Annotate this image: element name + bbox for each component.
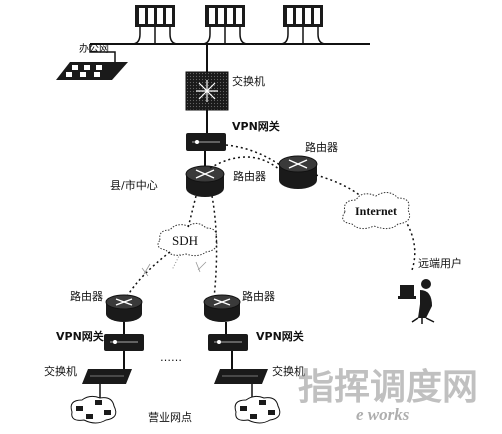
ellipsis-label: ……	[160, 351, 182, 364]
office-network-label: 办公网	[79, 44, 109, 55]
lan-cluster-icon	[234, 395, 281, 424]
internet-router-label: 路由器	[305, 141, 338, 154]
office-network-icon	[56, 44, 128, 80]
switch-icon	[214, 369, 268, 384]
server-icon	[279, 5, 327, 45]
business-outlet-label: 营业网点	[148, 411, 192, 424]
server-group	[90, 5, 370, 45]
branch1-router-label: 路由器	[70, 290, 103, 303]
internet-cloud	[342, 192, 411, 230]
server-icon	[201, 5, 249, 45]
branch1-vpn-label: VPN网关	[56, 330, 104, 343]
router-icon	[105, 294, 143, 322]
branch2-router-label: 路由器	[242, 290, 275, 303]
server-icon	[131, 5, 179, 45]
lan-cluster-icon	[70, 395, 117, 424]
sdh-cloud	[157, 222, 218, 257]
county-center-label: 县/市中心	[110, 179, 158, 192]
branch2-switch-label: 交换机	[272, 365, 305, 378]
remote-user-label: 远端用户	[418, 257, 462, 270]
core-switch-label: 交换机	[232, 75, 265, 88]
branch1-switch-label: 交换机	[44, 365, 77, 378]
vpn-gateway-icon	[104, 334, 144, 351]
router-icon	[278, 155, 318, 189]
sdh-label: SDH	[172, 233, 199, 248]
core-vpn-label: VPN网关	[232, 120, 280, 133]
router-icon	[185, 165, 225, 197]
watermark-brand: e works	[356, 405, 410, 424]
center-router-label: 路由器	[233, 170, 266, 183]
watermark-text: 指挥调度网	[298, 367, 479, 408]
branch2-vpn-label: VPN网关	[256, 330, 304, 343]
vpn-gateway-icon	[208, 334, 248, 351]
internet-label: Internet	[355, 204, 397, 218]
switch-icon	[82, 369, 132, 384]
vpn-gateway-icon	[186, 133, 226, 151]
router-icon	[203, 294, 241, 322]
remote-user-icon	[398, 279, 435, 324]
core-switch-icon	[185, 71, 229, 111]
